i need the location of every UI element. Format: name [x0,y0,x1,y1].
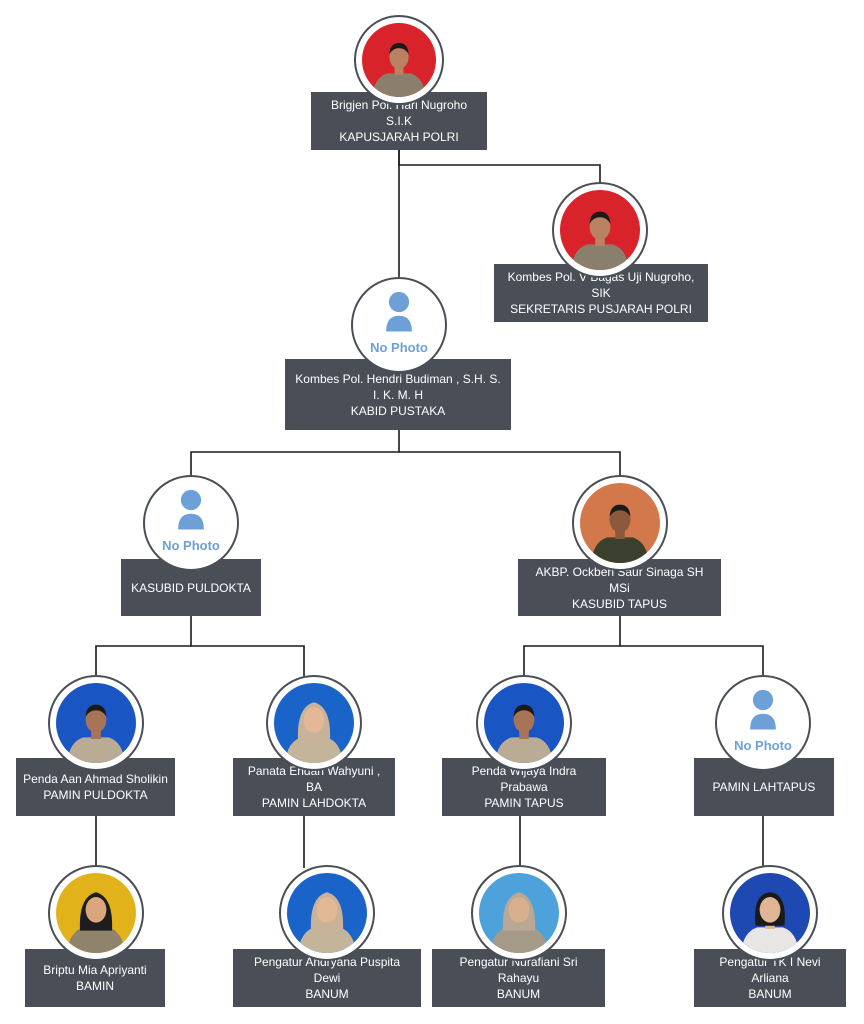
node-role: KABID PUSTAKA [350,403,446,418]
node-name: AKBP. Ockben Saur Sinaga SH MSi [535,564,704,595]
node-name: Panata Endah Wahyuni , BA [247,764,381,794]
node-role: KAPUSJARAH POLRI [339,130,459,144]
node-role: PAMIN LAHTAPUS [712,780,816,794]
connector [95,616,192,677]
node-role: BANUM [496,987,541,1001]
connector [398,150,601,185]
node-name: Pengatur Andryana Puspita Dewi [253,955,401,985]
portrait-image [479,873,559,953]
person-placeholder-icon [178,489,204,530]
connector [620,645,764,677]
person-placeholder-icon [386,291,412,332]
no-photo-avatar: No Photo [351,277,447,373]
portrait-image [580,483,660,563]
node-role: SEKRETARIS PUSJARAH POLRI [510,302,692,316]
connector [399,451,621,477]
node-role: BANUM [305,987,349,1001]
no-photo-avatar: No Photo [715,675,811,771]
connector [190,430,400,477]
node-role: BANUM [748,987,792,1001]
node-name: Briptu Mia Apriyanti [43,963,147,977]
avatar [552,182,648,278]
avatar [266,675,362,771]
node-role: PAMIN LAHDOKTA [261,796,367,810]
person-placeholder-icon [750,689,776,730]
connector [191,645,305,677]
avatar [572,475,668,571]
node-role: PAMIN PULDOKTA [43,788,148,802]
no-photo-label: No Photo [734,738,792,754]
avatar [48,675,144,771]
connector [523,616,621,677]
node-name: Brigjen Pol. Hari Nugroho S.I.K [330,98,468,128]
node-role: KASUBID PULDOKTA [131,580,251,595]
avatar [48,865,144,961]
portrait-image [730,873,810,953]
node-name: Penda Wijaya Indra Prabawa [471,764,577,794]
node-name: Pengatur TK I Nevi Arliana [719,955,821,985]
portrait-image [274,683,354,763]
node-role: PAMIN TAPUS [484,796,564,810]
node-role: KASUBID TAPUS [572,596,667,611]
node-name: Kombes Pol. Hendri Budiman , S.H. S. I. … [295,371,501,402]
portrait-image [287,873,367,953]
portrait-image [560,190,640,270]
no-photo-avatar: No Photo [143,475,239,571]
avatar [476,675,572,771]
no-photo-label: No Photo [162,538,220,554]
portrait-image [362,23,436,97]
portrait-image [484,683,564,763]
node-name: Penda Aan Ahmad Sholikin [23,772,168,786]
avatar [722,865,818,961]
portrait-image [56,683,136,763]
no-photo-label: No Photo [370,340,428,356]
avatar [471,865,567,961]
node-role: BAMIN [75,979,114,993]
avatar [279,865,375,961]
avatar [354,15,444,105]
org-node-sekretaris: Kombes Pol. V Bagas Uji Nugroho, SIKSEKR… [494,264,708,322]
node-name: Pengatur Nurafiani Sri Rahayu [459,955,578,985]
portrait-image [56,873,136,953]
